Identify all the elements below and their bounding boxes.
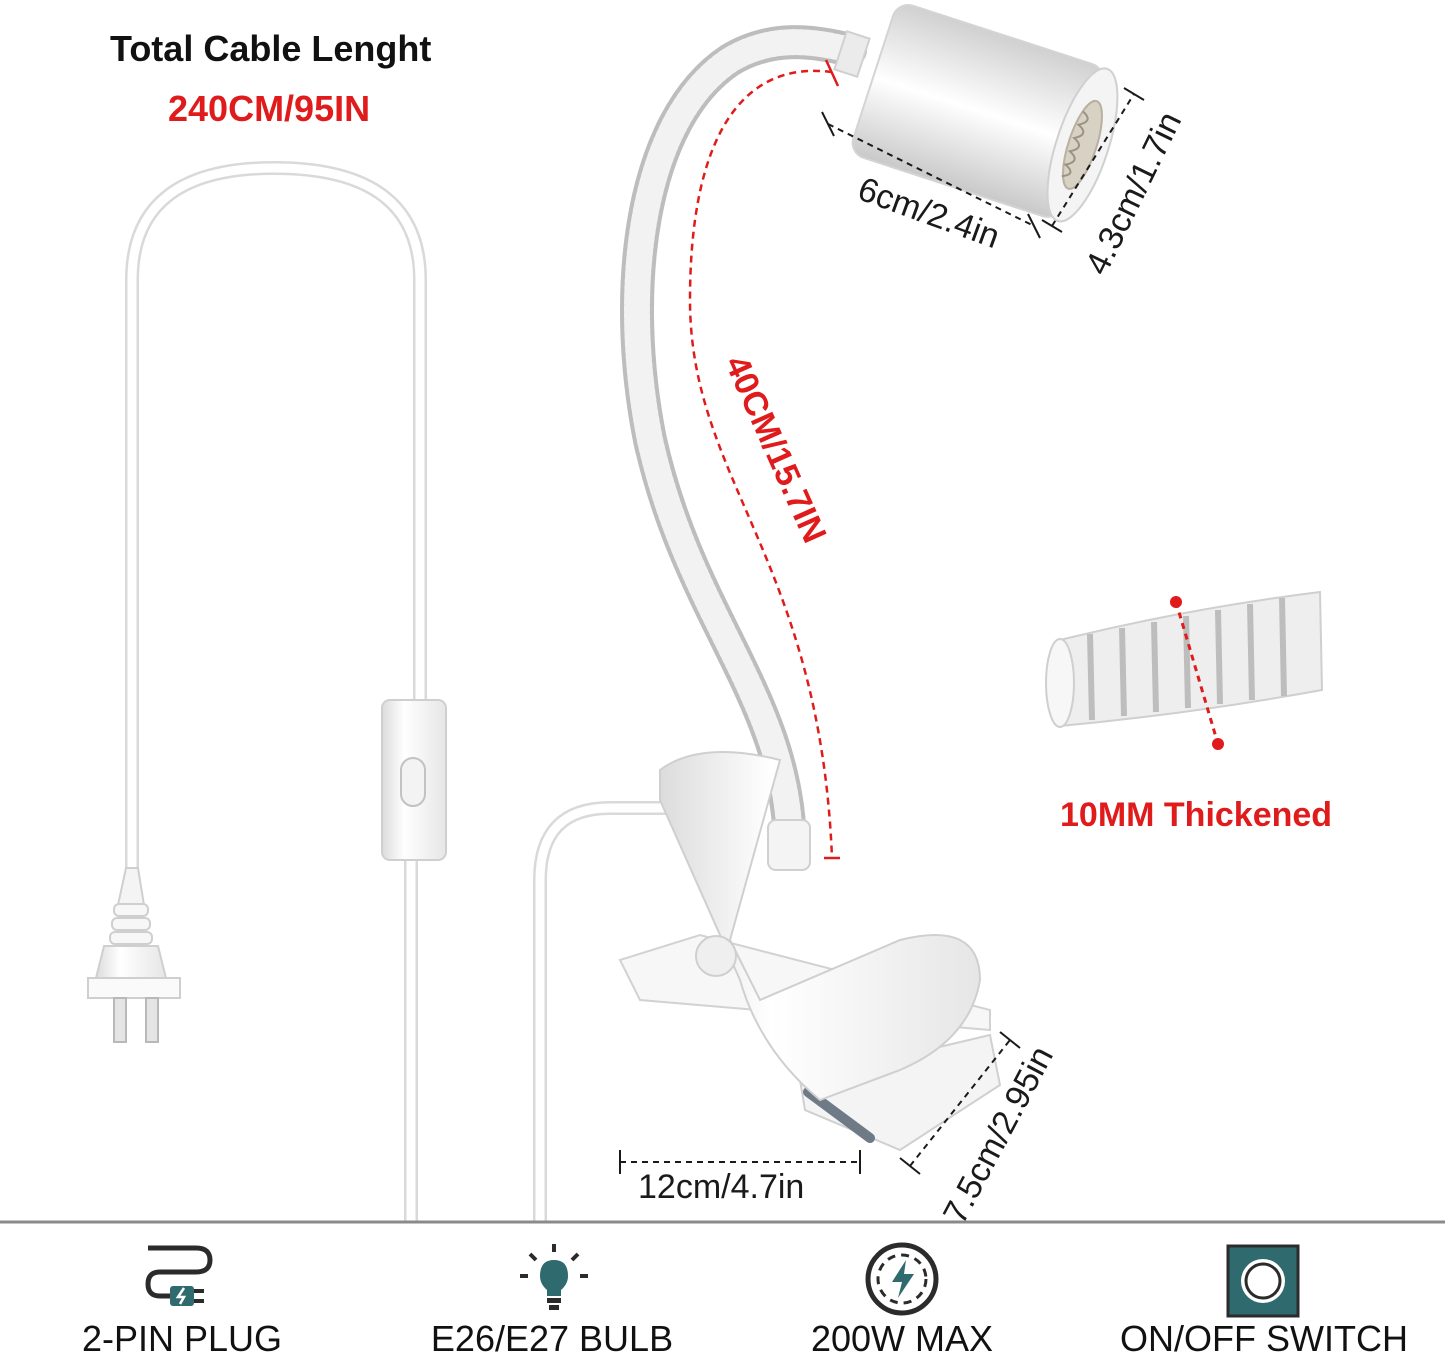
plug-illustration xyxy=(87,867,181,1043)
tube-closeup xyxy=(1045,590,1324,750)
lamp-holder xyxy=(833,4,1119,223)
inline-switch xyxy=(381,699,447,861)
feature-label-power: 200W MAX xyxy=(810,1318,994,1359)
bulb-icon xyxy=(516,1240,592,1316)
plug-icon xyxy=(140,1240,216,1314)
clip-width-label: 12cm/4.7in xyxy=(638,1168,805,1206)
dimension-lines xyxy=(619,87,1145,1175)
feature-label-bulb: E26/E27 BULB xyxy=(430,1318,674,1359)
tube-thickness-label: 10MM Thickened xyxy=(1060,796,1333,834)
gooseneck-measure xyxy=(688,59,840,860)
cable-length: 240CM/95IN xyxy=(168,88,371,129)
cable-title: Total Cable Lenght xyxy=(110,28,432,69)
clip-base xyxy=(618,751,1002,1152)
feature-label-plug: 2-PIN PLUG xyxy=(81,1318,283,1359)
power-cable xyxy=(125,160,700,1222)
power-icon xyxy=(862,1240,942,1318)
switch-icon xyxy=(1226,1244,1300,1318)
gooseneck-arm xyxy=(619,25,867,867)
feature-label-switch: ON/OFF SWITCH xyxy=(1120,1318,1408,1359)
